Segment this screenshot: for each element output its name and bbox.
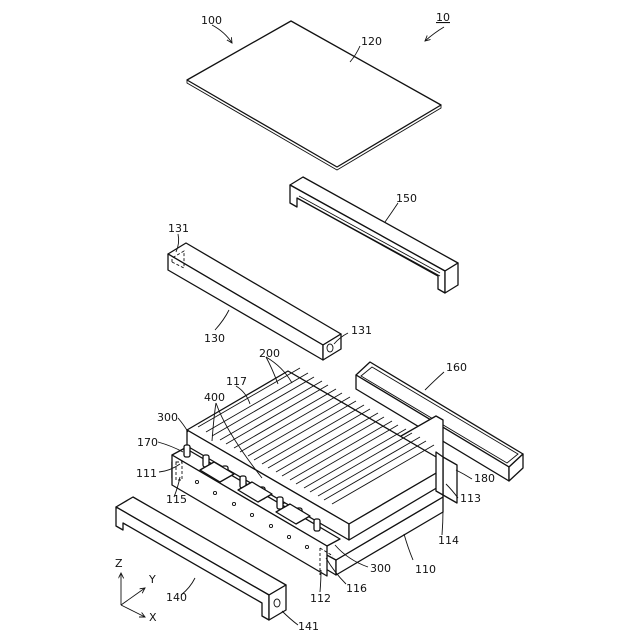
coordinate-axes: Z Y X bbox=[115, 557, 157, 624]
label-130: 130 bbox=[204, 332, 225, 345]
label-180: 180 bbox=[474, 472, 495, 485]
label-170: 170 bbox=[137, 436, 158, 449]
label-131-right: 131 bbox=[351, 324, 372, 337]
label-110: 110 bbox=[415, 563, 436, 576]
label-116: 116 bbox=[346, 582, 367, 595]
label-141: 141 bbox=[298, 620, 319, 633]
label-131-left: 131 bbox=[168, 222, 189, 235]
label-111: 111 bbox=[136, 467, 157, 480]
label-140: 140 bbox=[166, 591, 187, 604]
label-10: 10 bbox=[436, 11, 450, 24]
top-cover-120 bbox=[187, 21, 441, 170]
side-cover-150 bbox=[290, 177, 458, 293]
label-117: 117 bbox=[226, 375, 247, 388]
axis-z-label: Z bbox=[115, 557, 123, 570]
label-115: 115 bbox=[166, 493, 187, 506]
label-114: 114 bbox=[438, 534, 459, 547]
axis-y-label: Y bbox=[148, 573, 156, 586]
label-120: 120 bbox=[361, 35, 382, 48]
label-160: 160 bbox=[446, 361, 467, 374]
label-400: 400 bbox=[204, 391, 225, 404]
label-112: 112 bbox=[310, 592, 331, 605]
label-300-bottom: 300 bbox=[370, 562, 391, 575]
label-113: 113 bbox=[460, 492, 481, 505]
label-300-top: 300 bbox=[157, 411, 178, 424]
beam-130 bbox=[168, 243, 341, 360]
label-200: 200 bbox=[259, 347, 280, 360]
axis-x-label: X bbox=[149, 611, 157, 624]
label-150: 150 bbox=[396, 192, 417, 205]
label-100: 100 bbox=[201, 14, 222, 27]
